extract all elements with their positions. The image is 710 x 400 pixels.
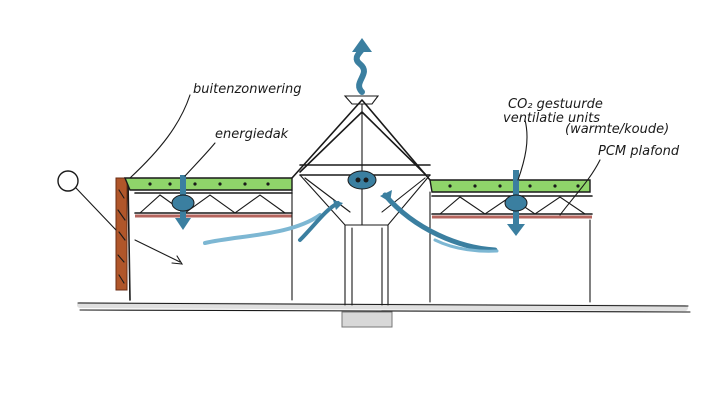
label-co2-line2: ventilatie units — [503, 111, 600, 126]
label-buitenzonwering: buitenzonwering — [193, 82, 302, 97]
foundation-block — [341, 311, 393, 328]
central-vent-unit-icon — [347, 170, 377, 190]
left-roof — [123, 177, 293, 218]
sun-circle-icon — [57, 170, 117, 231]
label-co2-line1: CO₂ gestuurde — [508, 97, 603, 112]
label-co2-line3: (warmte/koude) — [565, 122, 669, 137]
walls — [291, 189, 591, 306]
label-energiedak: energiedak — [215, 127, 289, 142]
right-vent-unit-icon — [504, 170, 528, 236]
right-roof — [429, 179, 593, 219]
airflow-arrows — [203, 190, 499, 253]
indoor-arrow — [134, 239, 184, 265]
label-pcm-plafond: PCM plafond — [598, 144, 680, 159]
left-facade — [115, 177, 131, 301]
exhaust-arrow-icon — [352, 38, 372, 95]
buitenzonwering-panel — [115, 177, 128, 291]
central-atrium — [291, 95, 431, 226]
leader-lines — [129, 94, 601, 216]
left-vent-unit-icon — [171, 175, 195, 230]
ground-line — [77, 302, 691, 313]
